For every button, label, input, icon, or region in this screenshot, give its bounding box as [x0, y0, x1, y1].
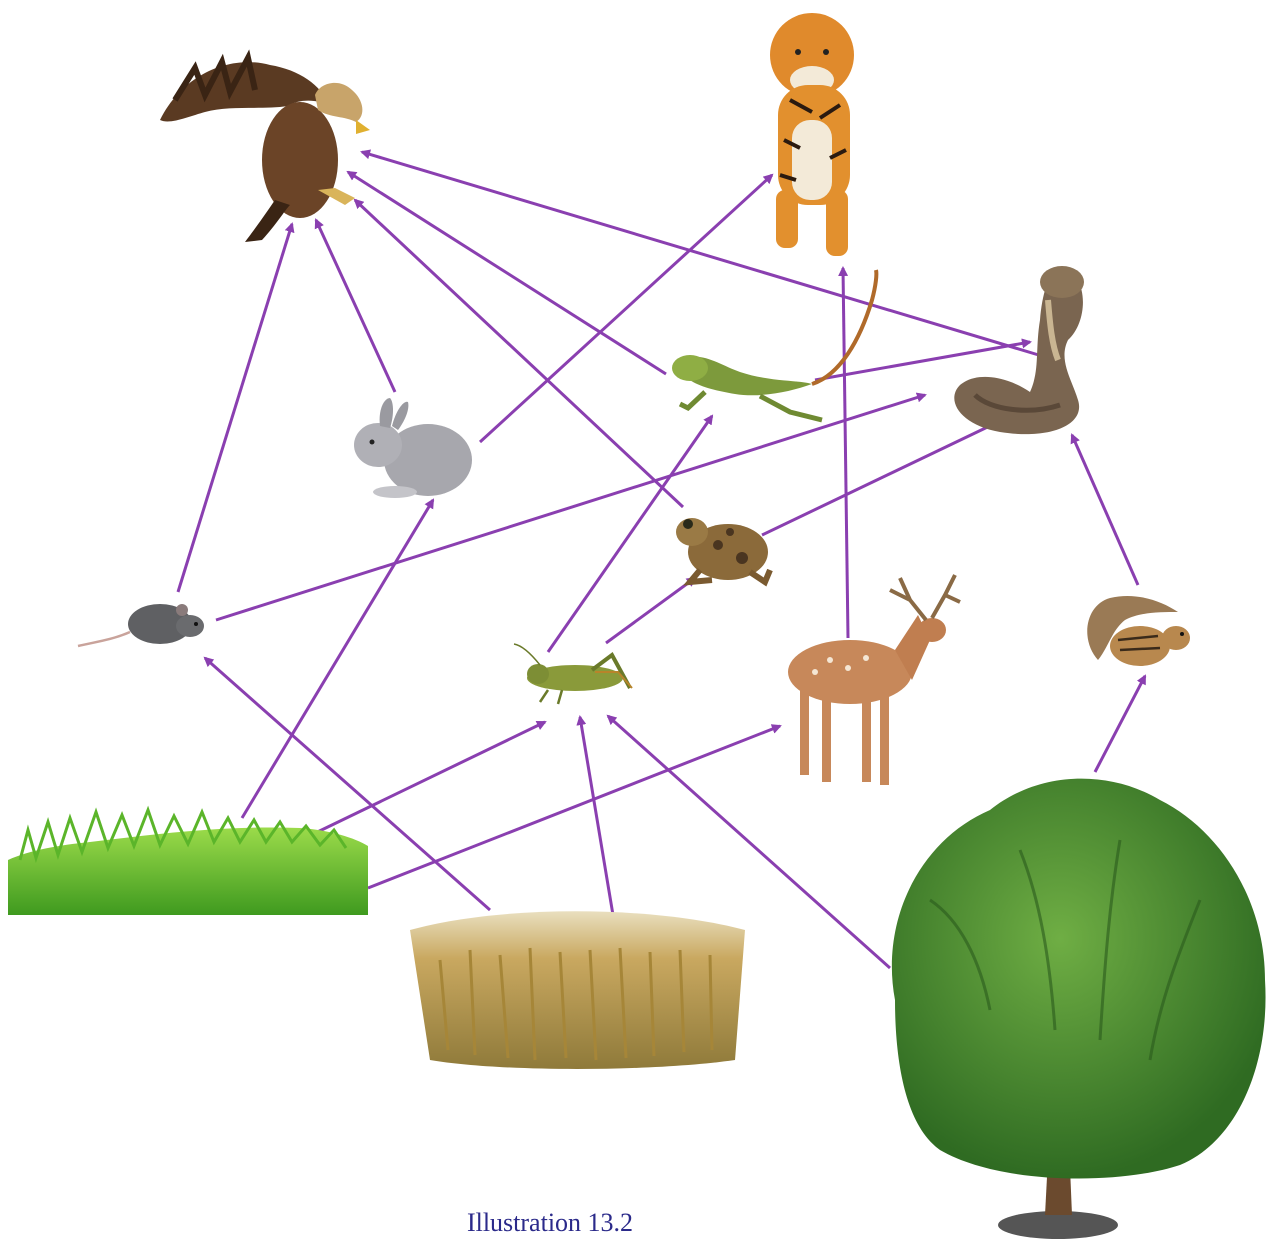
arrow-paddy-to-grasshopper — [580, 717, 618, 945]
frog-icon — [676, 518, 770, 582]
arrow-frog-to-snake — [762, 422, 998, 535]
arrow-snake-to-eagle — [362, 152, 1042, 356]
deer-icon — [788, 575, 960, 785]
arrow-tree-to-squirrel — [1095, 676, 1145, 772]
grass-icon — [8, 810, 368, 915]
grasshopper-icon — [514, 644, 632, 704]
paddy-icon — [410, 911, 745, 1069]
arrow-squirrel-to-snake — [1072, 435, 1138, 585]
squirrel-icon — [1087, 596, 1190, 666]
figure-caption: Illustration 13.2 — [0, 1208, 1100, 1238]
rabbit-icon — [354, 398, 472, 498]
eagle-icon — [160, 58, 370, 242]
arrow-deer-to-tiger — [843, 268, 848, 638]
arrow-grass-to-rabbit — [242, 500, 433, 818]
tree-icon — [892, 779, 1266, 1239]
arrow-rabbit-to-tiger — [480, 175, 772, 442]
arrow-grass-to-deer — [368, 726, 780, 888]
tiger-icon — [770, 13, 854, 256]
arrow-lizard-to-snake — [815, 342, 1030, 380]
arrow-grasshopper-to-frog — [606, 578, 695, 643]
rat-icon — [78, 604, 204, 646]
arrow-rabbit-to-eagle — [316, 220, 395, 392]
arrow-rat-to-eagle — [178, 224, 292, 592]
